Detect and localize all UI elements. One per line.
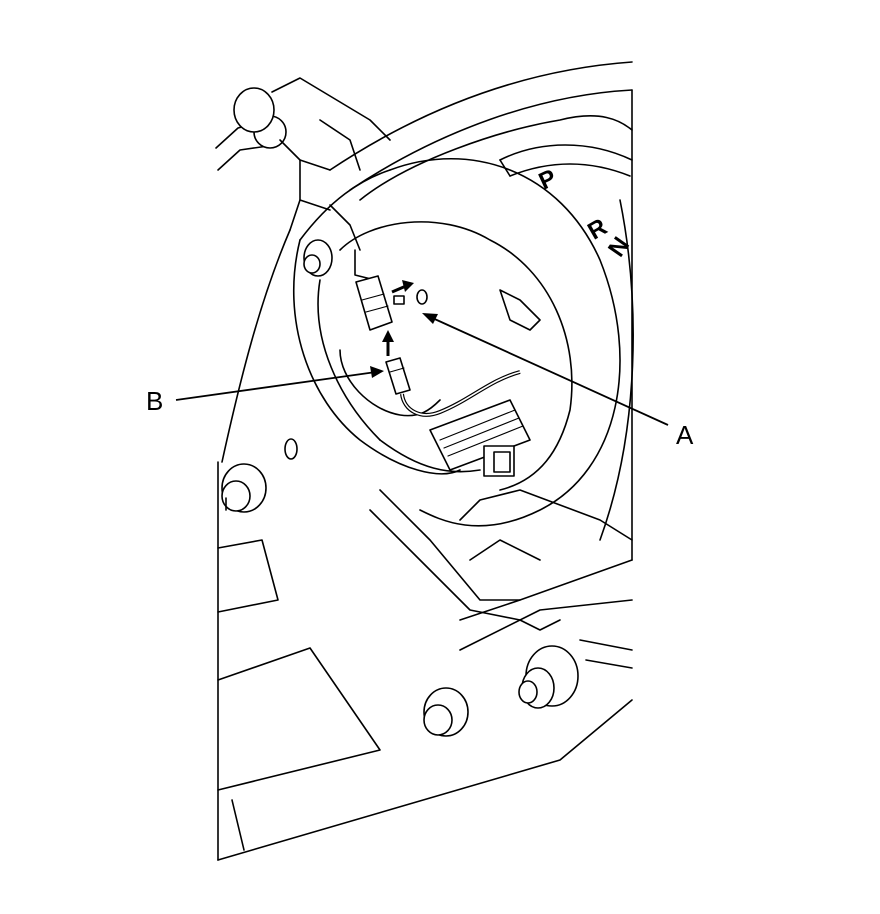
callout-label-a: A: [676, 420, 694, 450]
bolt-upper-left: [303, 239, 333, 277]
upper-bracket: [215, 77, 391, 211]
callout-label-b: B: [146, 386, 163, 416]
gear-letter-p: P: [535, 164, 561, 195]
gear-indicator-plate: [499, 144, 633, 177]
column-base-plate: [217, 199, 633, 861]
connector-b-plug: [385, 357, 521, 417]
disconnect-arrow-right: [391, 280, 414, 294]
gear-p-label: P: [535, 164, 561, 195]
clock-spring-housing: [293, 157, 621, 527]
disconnect-arrow-up: [382, 330, 394, 356]
small-hole: [284, 438, 298, 460]
bolt-lower-right: [518, 639, 633, 709]
leader-line-a: [422, 313, 669, 426]
connector-a-housing: [355, 275, 428, 331]
connector-block: [429, 289, 541, 477]
column-housing: [329, 61, 634, 561]
bolt-lower-middle: [423, 687, 469, 737]
lower-switch-arm: [369, 489, 633, 631]
leader-line-b: [175, 366, 384, 401]
bolt-left-middle: [221, 463, 267, 513]
